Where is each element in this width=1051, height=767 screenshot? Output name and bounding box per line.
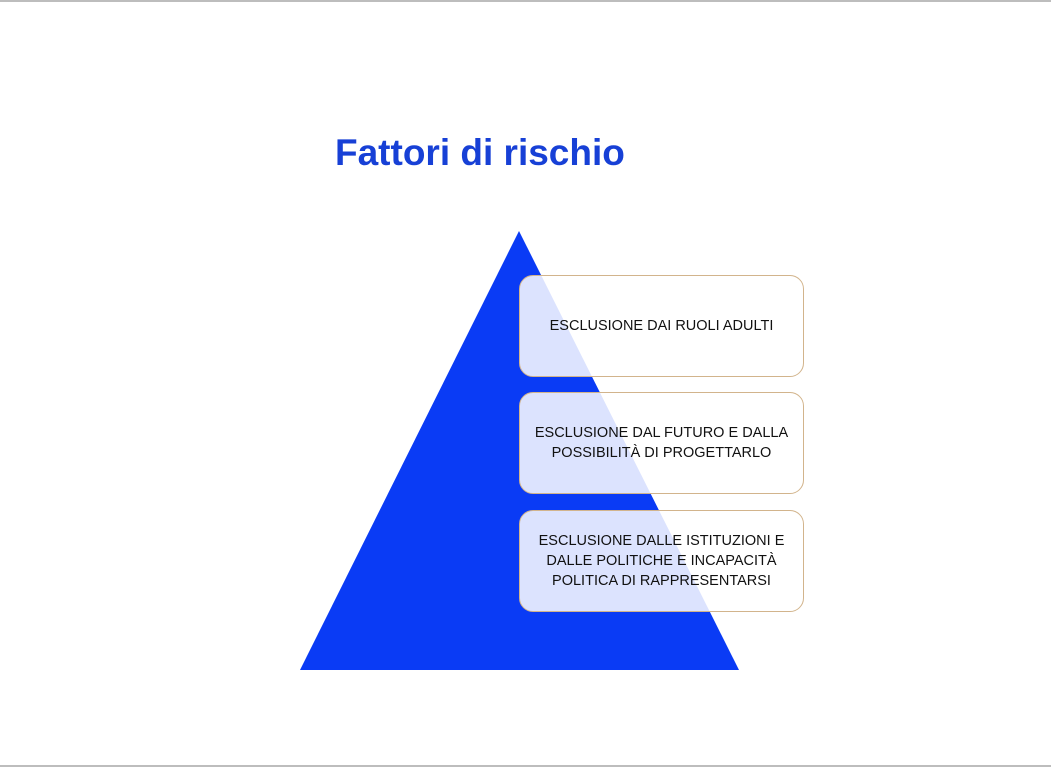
- slide-title: Fattori di rischio: [335, 132, 625, 173]
- top-border: [0, 0, 1051, 2]
- pyramid-item-3: ESCLUSIONE DALLE ISTITUZIONI E DALLE POL…: [519, 510, 804, 612]
- pyramid-item-1: ESCLUSIONE DAI RUOLI ADULTI: [519, 275, 804, 377]
- bottom-border: [0, 765, 1051, 767]
- pyramid-item-2: ESCLUSIONE DAL FUTURO E DALLA POSSIBILIT…: [519, 392, 804, 494]
